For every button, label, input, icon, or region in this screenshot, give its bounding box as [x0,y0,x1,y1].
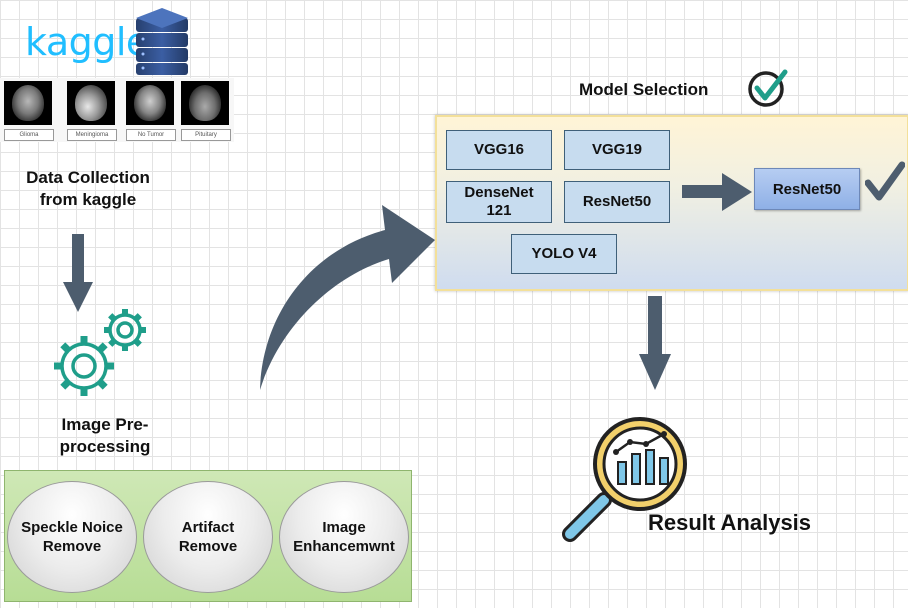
scan-label: Meningioma [67,129,117,141]
mri-scan-image [181,81,229,125]
speckle-noise-step: Speckle Noice Remove [7,481,137,593]
magnifier-chart-icon [562,417,687,542]
arrow-down-icon [639,296,671,390]
mri-scan-image [67,81,115,125]
curved-arrow-icon [260,205,435,390]
model-resnet50: ResNet50 [564,181,670,223]
image-enhancement-step: Image Enhancemwnt [279,481,409,593]
scan-label: Pituitary [181,129,231,141]
data-collection-caption: Data Collection from kaggle [8,167,168,211]
checkmark-icon [865,161,905,201]
artifact-remove-step: Artifact Remove [143,481,273,593]
mri-scan-image [126,81,174,125]
gears-icon [54,309,146,396]
selected-model-resnet50: ResNet50 [754,168,860,210]
preprocessing-caption: Image Pre- processing [30,414,180,458]
model-yolov4: YOLO V4 [511,234,617,274]
model-selection-title: Model Selection [579,80,709,99]
check-circle-icon [748,69,788,107]
arrow-down-icon [63,234,93,312]
mri-scan-image [4,81,52,125]
preprocessing-steps-panel: Speckle Noice Remove Artifact Remove Ima… [4,470,412,602]
scan-label: No Tumor [126,129,176,141]
database-stack-icon [136,8,188,75]
model-densenet121: DenseNet 121 [446,181,552,223]
model-vgg16: VGG16 [446,130,552,170]
result-analysis-title: Result Analysis [648,510,812,535]
data-collection-line1: Data Collection [26,168,150,187]
model-selection-panel: VGG16 VGG19 DenseNet 121 ResNet50 YOLO V… [435,115,908,291]
kaggle-logo-text: kaggle [25,20,149,64]
preprocessing-line2: processing [59,437,151,456]
scan-label: Glioma [4,129,54,141]
arrow-right-icon [682,173,752,211]
data-collection-line2: from kaggle [39,190,137,209]
mri-sample-strip: Glioma Meningioma No Tumor Pituitary [0,78,234,142]
model-vgg19: VGG19 [564,130,670,170]
preprocessing-line1: Image Pre- [61,415,149,434]
